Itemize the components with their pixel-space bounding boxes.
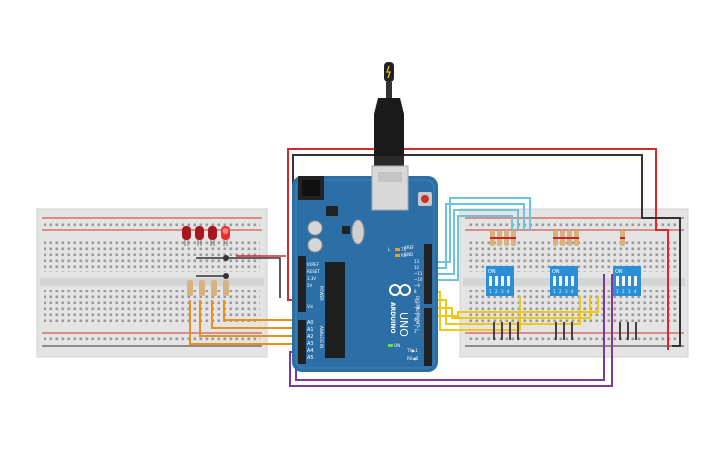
- digital-pin-label: 13: [414, 259, 420, 264]
- board-brand-label: ARDUINO: [389, 302, 396, 333]
- label-aref: AREF: [404, 245, 415, 250]
- resistors-left: [187, 280, 229, 296]
- analog-pin-label: A4: [307, 348, 314, 354]
- dip-toggle[interactable]: [507, 276, 510, 286]
- wires-cyan-digital[interactable]: [428, 197, 531, 281]
- breadboard-left[interactable]: [36, 208, 268, 358]
- dip-toggle[interactable]: [634, 276, 637, 286]
- label-tx-pin: TX▶1: [406, 348, 418, 353]
- digital-pin-label: 2: [414, 329, 417, 334]
- digital-pin-label: 8: [414, 289, 417, 294]
- led-row: [182, 226, 230, 246]
- digital-pin-label: ~11: [414, 271, 423, 276]
- dip-number-label: 3: [565, 289, 568, 294]
- arduino-uno[interactable]: ARDUINO UNO AREF GND DIGITAL (PWM ~) ANA…: [292, 176, 438, 372]
- dip-number-label: 4: [571, 289, 574, 294]
- analog-pin-label: A3: [307, 341, 314, 347]
- label-reset: RESET: [307, 269, 320, 274]
- dip-number-label: 3: [628, 289, 631, 294]
- wire-red-5v[interactable]: [287, 148, 669, 350]
- digital-pin-label: ~3: [414, 323, 420, 328]
- label-rx-pin: RX◀0: [407, 356, 419, 361]
- wires-orange-analog[interactable]: [189, 300, 302, 345]
- jumpers-black-right: [493, 322, 637, 340]
- analog-pin-label: A1: [307, 327, 314, 333]
- led-1: [182, 226, 191, 246]
- dip-number-label: 4: [634, 289, 637, 294]
- board-model-label: UNO: [397, 312, 410, 337]
- label-3v3: 3.3V: [307, 276, 316, 281]
- label-on-led: ON: [394, 343, 400, 348]
- microcontroller-chip: [325, 262, 345, 358]
- analog-pin-label: A5: [307, 355, 314, 361]
- label-power: POWER: [319, 286, 324, 301]
- arduino-infinity-logo: [389, 284, 411, 296]
- dip-on-label: ON: [615, 269, 623, 275]
- digital-pin-label: ~5: [414, 311, 420, 316]
- analog-pin-label: A0: [307, 320, 314, 326]
- dip-number-label: 2: [559, 289, 562, 294]
- dip-toggle[interactable]: [616, 276, 619, 286]
- digital-pin-label: 7: [414, 299, 417, 304]
- digital-pin-label: 4: [414, 317, 417, 322]
- digital-pin-label: ~10: [414, 277, 423, 282]
- label-rx-led: RX: [401, 253, 407, 258]
- digital-pin-label: ~9: [414, 283, 420, 288]
- led-3: [208, 226, 217, 246]
- dip-toggle[interactable]: [489, 276, 492, 286]
- dip-on-label: ON: [488, 269, 496, 275]
- dip-number-label: 1: [489, 289, 492, 294]
- capacitor-1: [307, 220, 323, 236]
- usb-cable-icon[interactable]: [371, 62, 409, 211]
- dip-toggle[interactable]: [565, 276, 568, 286]
- dip-toggle[interactable]: [553, 276, 556, 286]
- dip-number-label: 2: [495, 289, 498, 294]
- digital-pin-label: 12: [414, 265, 420, 270]
- label-ioref: IOREF: [307, 262, 320, 267]
- label-analog-in: ANALOG IN: [319, 326, 324, 348]
- led-4-lit: [221, 226, 230, 246]
- dip-number-label: 1: [616, 289, 619, 294]
- reset-button-icon[interactable]: [418, 192, 432, 206]
- led-2: [195, 226, 204, 246]
- capacitor-2: [307, 237, 323, 253]
- label-vin: Vin: [307, 304, 314, 309]
- dip-number-label: 4: [507, 289, 510, 294]
- dip-toggle[interactable]: [622, 276, 625, 286]
- dip-toggle[interactable]: [495, 276, 498, 286]
- label-digital: DIGITAL (PWM ~): [415, 296, 420, 331]
- dip-toggle[interactable]: [628, 276, 631, 286]
- dip-toggle[interactable]: [559, 276, 562, 286]
- label-5v: 5V: [307, 283, 313, 288]
- power-jack-icon: [298, 176, 324, 200]
- digital-pin-label: ~6: [414, 305, 420, 310]
- dip-number-label: 1: [553, 289, 556, 294]
- label-gnd: GND: [404, 252, 413, 257]
- dip-number-label: 2: [622, 289, 625, 294]
- dip-number-label: 3: [501, 289, 504, 294]
- label-l-led: L: [388, 247, 391, 252]
- dip-on-label: ON: [552, 269, 560, 275]
- dip-toggle[interactable]: [571, 276, 574, 286]
- label-tx-led: TX: [400, 247, 406, 252]
- analog-pin-label: A2: [307, 334, 314, 340]
- dip-toggle[interactable]: [501, 276, 504, 286]
